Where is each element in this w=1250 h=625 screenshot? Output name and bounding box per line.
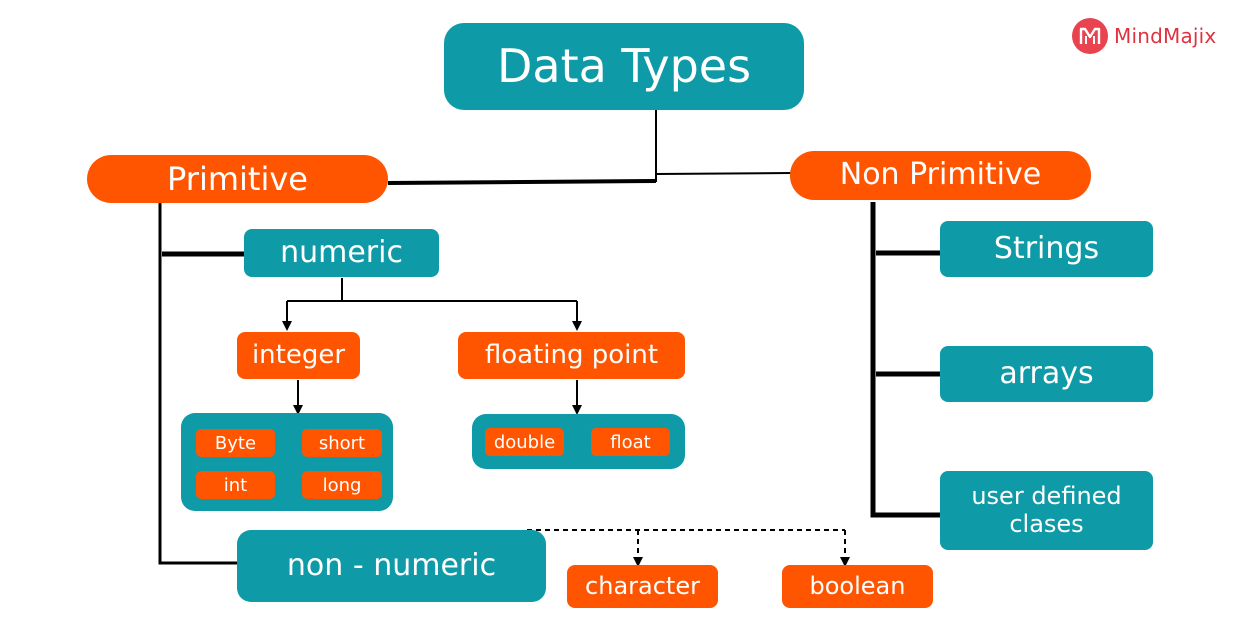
boolean-node: boolean [782, 565, 933, 608]
brand-name: MindMajix [1114, 24, 1217, 48]
non-numeric-label: non - numeric [286, 547, 497, 583]
strings-label: Strings [993, 230, 1100, 266]
type-long: long [302, 471, 382, 499]
edge-non-primitive-spine [870, 202, 942, 518]
user-defined-classes-label: user defined clases [971, 481, 1122, 538]
type-short: short [302, 429, 382, 457]
non-primitive-label: Non Primitive [839, 157, 1042, 193]
integer-label: integer [251, 339, 346, 370]
numeric-label: numeric [280, 234, 403, 270]
boolean-label: boolean [809, 571, 906, 600]
floating-point-label: floating point [484, 339, 659, 370]
primitive-node: Primitive [87, 155, 388, 203]
type-int: int [196, 471, 275, 499]
root-node: Data Types [444, 23, 804, 110]
type-float: float [591, 428, 670, 456]
primitive-label: Primitive [167, 159, 308, 198]
edge-primitive-spine [158, 202, 240, 565]
mindmajix-logo-icon [1072, 18, 1108, 54]
edge-to-primitive [387, 179, 657, 185]
non-primitive-node: Non Primitive [790, 151, 1091, 200]
floating-point-node: floating point [458, 332, 685, 379]
mindmajix-logo: MindMajix [1072, 18, 1216, 54]
integer-types-group: Byte short int long [181, 413, 393, 511]
non-numeric-node: non - numeric [237, 530, 546, 602]
arrays-label: arrays [999, 355, 1094, 391]
numeric-node: numeric [244, 229, 439, 277]
edge-to-non-primitive [655, 172, 793, 175]
type-double: double [485, 428, 564, 456]
type-byte: Byte [196, 429, 275, 457]
integer-node: integer [237, 332, 360, 379]
character-node: character [567, 565, 718, 608]
user-defined-classes-node: user defined clases [940, 471, 1153, 550]
arrays-node: arrays [940, 346, 1153, 402]
character-label: character [585, 571, 700, 600]
strings-node: Strings [940, 221, 1153, 277]
floating-types-group: double float [472, 414, 685, 469]
root-label: Data Types [496, 39, 752, 94]
